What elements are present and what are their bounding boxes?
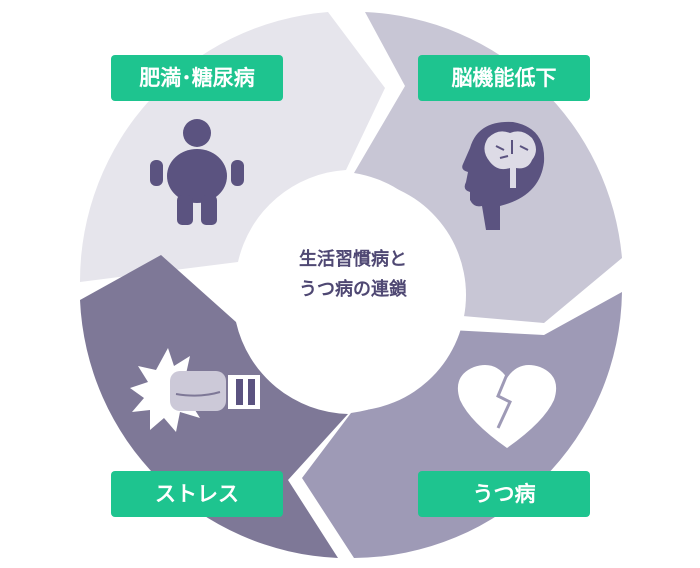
label-obesity-diabetes: 肥満･糖尿病 — [111, 55, 283, 101]
center-title-line2: うつ病の連鎖 — [299, 279, 407, 300]
obese-person-icon — [150, 119, 244, 225]
segment-depression — [302, 292, 622, 558]
brain-head-icon — [462, 121, 545, 230]
center-title-line1: 生活習慣病と — [299, 249, 407, 270]
punch-glove-icon — [130, 348, 260, 432]
label-brain-decline: 脳機能低下 — [418, 55, 590, 101]
label-stress: ストレス — [111, 471, 283, 517]
segment-obesity — [79, 12, 385, 282]
center-title: 生活習慣病と うつ病の連鎖 — [253, 245, 453, 305]
broken-heart-icon — [457, 365, 557, 448]
center-circle — [234, 179, 466, 411]
label-depression: うつ病 — [418, 471, 590, 517]
